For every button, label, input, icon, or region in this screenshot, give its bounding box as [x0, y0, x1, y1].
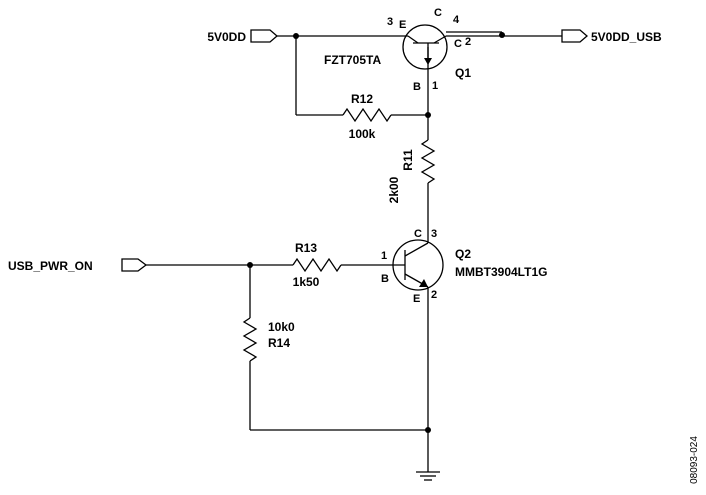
port-5v0dd: 5V0DD	[207, 29, 278, 44]
q1-body	[402, 24, 448, 70]
junction-collector	[499, 32, 505, 38]
r14-resistor	[242, 317, 258, 362]
q1-ref: Q1	[455, 66, 471, 80]
r13-value: 1k50	[293, 275, 320, 289]
q1-pin-c-num: 2	[465, 36, 471, 48]
port-usb-pwr-on-arrow	[121, 258, 148, 272]
q1-pin-c: C	[434, 7, 442, 19]
net-label-5v0dd-usb: 5V0DD_USB	[591, 30, 662, 44]
q1-collector-lead	[433, 35, 447, 44]
q2-pin-b-num: 1	[381, 250, 387, 262]
q1-transistor	[402, 24, 448, 70]
q1-part-number: FZT705TA	[324, 53, 381, 67]
port-5v0dd-usb: 5V0DD_USB	[561, 29, 662, 44]
r11-value: 2k00	[387, 176, 401, 203]
q2-pin-c: C	[414, 228, 422, 240]
ground-icon	[416, 471, 440, 481]
q2-pin-e: E	[413, 293, 420, 305]
r13-ref: R13	[295, 241, 317, 255]
q2-pin-c-num: 3	[431, 228, 437, 240]
r14-value: 10k0	[268, 320, 295, 334]
q1-pin-b-num: 1	[432, 80, 438, 92]
r14-ref: R14	[268, 336, 290, 350]
q2-part-number: MMBT3904LT1G	[455, 265, 547, 279]
net-label-5v0dd: 5V0DD	[207, 30, 246, 44]
figure-id: 08093-024	[689, 436, 700, 484]
q1-pin-e-num: 3	[387, 16, 393, 28]
r12-resistor	[342, 107, 392, 123]
r12-value: 100k	[349, 127, 376, 141]
q2-arrow	[419, 279, 428, 287]
port-5v0dd-usb-arrow	[561, 29, 588, 43]
q1-pin-c-tab: 4	[453, 14, 460, 26]
q1-pin-c: C	[454, 38, 462, 50]
q1-pin-e: E	[399, 19, 406, 31]
q1-pin-b: B	[413, 81, 421, 93]
r12-ref: R12	[351, 92, 373, 106]
q1-arrow	[424, 58, 432, 65]
net-label-usb-pwr-on: USB_PWR_ON	[8, 259, 93, 273]
r13-resistor	[292, 257, 342, 273]
q1-emitter-lead	[407, 35, 419, 44]
q2-pin-b: B	[381, 273, 389, 285]
q2-ref: Q2	[455, 247, 471, 261]
port-5v0dd-arrow	[250, 29, 278, 43]
q2-collector-lead	[404, 242, 429, 257]
q2-pin-e-num: 2	[431, 289, 437, 301]
port-usb-pwr-on: USB_PWR_ON	[8, 258, 148, 273]
r11-resistor	[420, 139, 436, 184]
r11-ref: R11	[401, 149, 415, 171]
